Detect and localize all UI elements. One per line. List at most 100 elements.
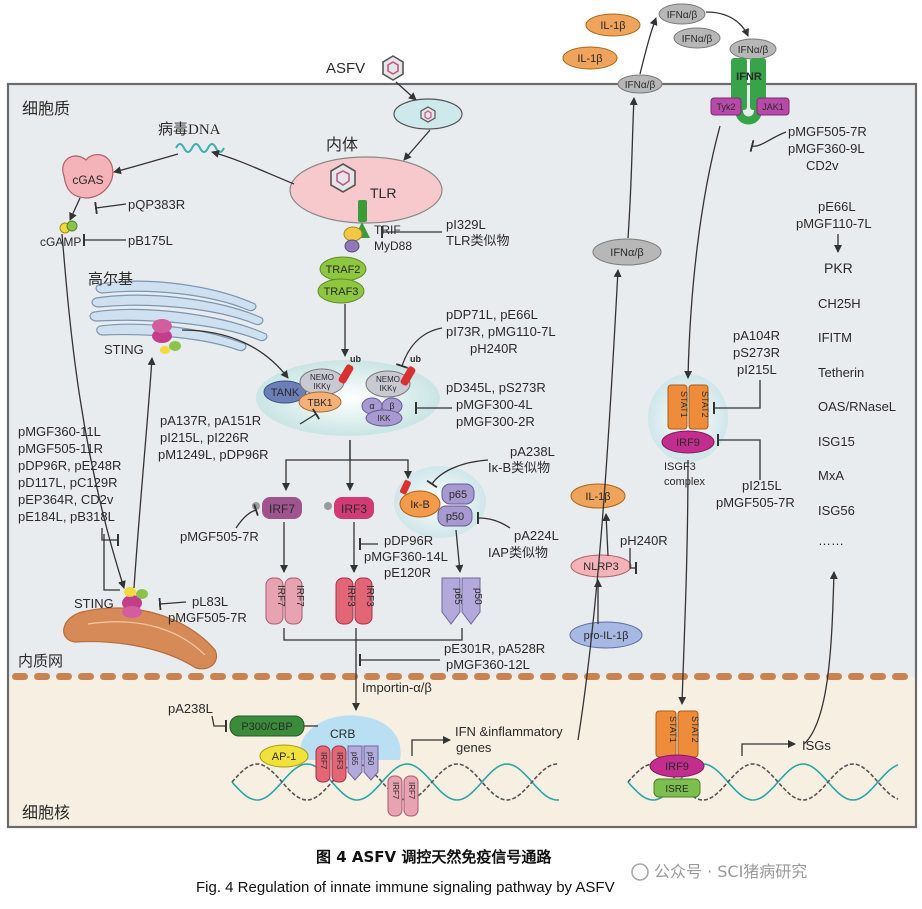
svg-text:JAK1: JAK1 [762,102,784,112]
svg-text:IRF3: IRF3 [341,502,367,516]
inh-d345l-2: pMGF300-4L [456,397,533,412]
p65-p50-dimer: p65 p50 [441,577,483,625]
ap1-node: AP-1 [259,744,309,768]
inh-stat-2: pS273R [733,345,780,360]
inh-dp71l-3: pH240R [470,341,518,356]
inh-stat-3: pI215L [737,362,777,377]
inh-dp96r-2: pMGF360-14L [364,549,448,564]
trif-myd88-adaptor [343,226,363,253]
nucleus-label: 细胞核 [22,804,70,822]
cgamp-label: cGAMP [40,235,81,249]
svg-text:TBK1: TBK1 [307,398,332,409]
golgi-label: 高尔基 [88,271,133,288]
svg-text:NLRP3: NLRP3 [583,561,618,573]
svg-text:TANK: TANK [271,387,300,399]
irf9-nuclear: IRF9 [649,754,705,778]
svg-text:IRF7: IRF7 [275,585,286,607]
inh-a137r-1: pA137R, pA151R [160,413,261,428]
inh-qp383r: pQP383R [128,197,185,212]
inh-pkr-1: pE66L [818,199,856,214]
inh-d345l-1: pD345L, pS273R [446,380,546,395]
svg-text:p50: p50 [366,752,375,766]
svg-text:IRF9: IRF9 [676,437,700,449]
svg-text:STAT2: STAT2 [690,716,700,743]
svg-text:cGAS: cGAS [72,173,103,187]
caption-en: Fig. 4 Regulation of innate immune signa… [196,879,615,896]
inh-irf9-1: pI215L [742,478,782,493]
irf7-dimer: IRF7 IRF7 [265,577,305,625]
ifnab-extracellular-1: IFNα/β [658,3,706,25]
svg-text:β: β [389,401,394,411]
asfv-label: ASFV [326,60,365,77]
inh-pkr-2: pMGF110-7L [796,216,872,231]
inh-sting-4: pD117L, pC129R [18,475,118,490]
svg-text:TRAF2: TRAF2 [326,264,361,276]
inh-sting-6: pE184L, pB318L [18,509,115,524]
svg-text:IRF7: IRF7 [319,752,328,770]
inhibitor-labels: pQP383R pB175L pI329L TLR类似物 pDP71L, pE6… [18,124,872,716]
ifn-transcription-arrow [411,736,451,756]
inh-tlr-like: TLR类似物 [446,233,510,248]
tank-node: TANK [263,380,307,404]
cell-border [6,82,918,829]
asfv-virion-icon [382,55,404,81]
svg-text:ub: ub [410,354,421,364]
stat1-nuclear: STAT1 [655,710,678,758]
svg-text:STAT2: STAT2 [700,391,710,418]
svg-text:NEMO: NEMO [310,373,334,382]
isg-item: OAS/RNaseL [818,399,896,414]
svg-text:Tyk2: Tyk2 [716,102,735,112]
isre-node: ISRE [653,778,701,798]
dna-strands-left [231,763,560,801]
svg-text:ub: ub [350,354,361,364]
irf3-node: IRF3 [324,497,374,519]
inh-jak-2: pMGF360-9L [788,141,865,156]
p300-cbp-node: P300/CBP [229,715,305,737]
p65-node: p65 [441,483,475,505]
ikb-node: Iκ-B [399,480,441,518]
cgamp-icon [59,220,78,234]
ifn-genes-label-1: IFN &inflammatory [455,724,563,739]
cytoplasm-label: 细胞质 [22,100,70,118]
stat1-node: STAT1 [667,384,689,430]
svg-text:AP-1: AP-1 [272,751,296,763]
golgi-apparatus [89,280,268,352]
svg-text:TRAF3: TRAF3 [324,286,359,298]
ifn-genes-label-2: genes [456,740,492,755]
svg-text:IL-1β: IL-1β [577,53,602,65]
traf3-node: TRAF3 [317,278,365,304]
inh-e301r-2: pMGF360-12L [446,657,530,672]
complex-label: complex [664,476,705,488]
svg-text:NEMO: NEMO [376,375,400,384]
isg-transcription-arrow [741,740,796,756]
svg-text:p65: p65 [350,752,359,766]
caption-cn: 图 4 ASFV 调控天然免疫信号通路 [316,848,552,866]
inh-dp96r-3: pE120R [384,565,431,580]
svg-text:IKKγ: IKKγ [380,384,397,393]
inh-d345l-3: pMGF300-2R [456,414,535,429]
inh-e301r-1: pE301R, pA528R [444,641,545,656]
svg-text:IL-1β: IL-1β [600,20,625,32]
inh-a238l-p300: pA238L [168,701,213,716]
viral-dna-label: 病毒DNA [158,121,221,138]
inh-a137r-2: pI215L, pI226R [160,430,249,445]
inh-jak-1: pMGF505-7R [788,124,867,139]
isg-item: ISG15 [818,434,855,449]
isgf3-label: ISGF3 [664,461,696,473]
svg-text:IRF7: IRF7 [391,782,400,800]
inh-jak-3: CD2v [806,158,839,173]
svg-text:CRB: CRB [330,727,355,741]
er-membrane [63,607,217,670]
isgs-label: ISGs [802,738,831,753]
jak1-node: JAK1 [756,97,790,116]
watermark: 公众号 · SCI猪病研究 [631,862,807,881]
irf9-node: IRF9 [661,430,715,454]
connectors [61,11,842,745]
svg-text:ISRE: ISRE [665,784,689,795]
endosome [289,156,443,224]
il1b-cytoplasm: IL-1β [570,483,626,509]
sting-golgi-label: STING [104,342,144,357]
nuclear-tf-cluster: IRF7 IRF3 p65 p50 IRF7 IRF7 [315,745,419,817]
inh-h240r: pH240R [620,533,668,548]
